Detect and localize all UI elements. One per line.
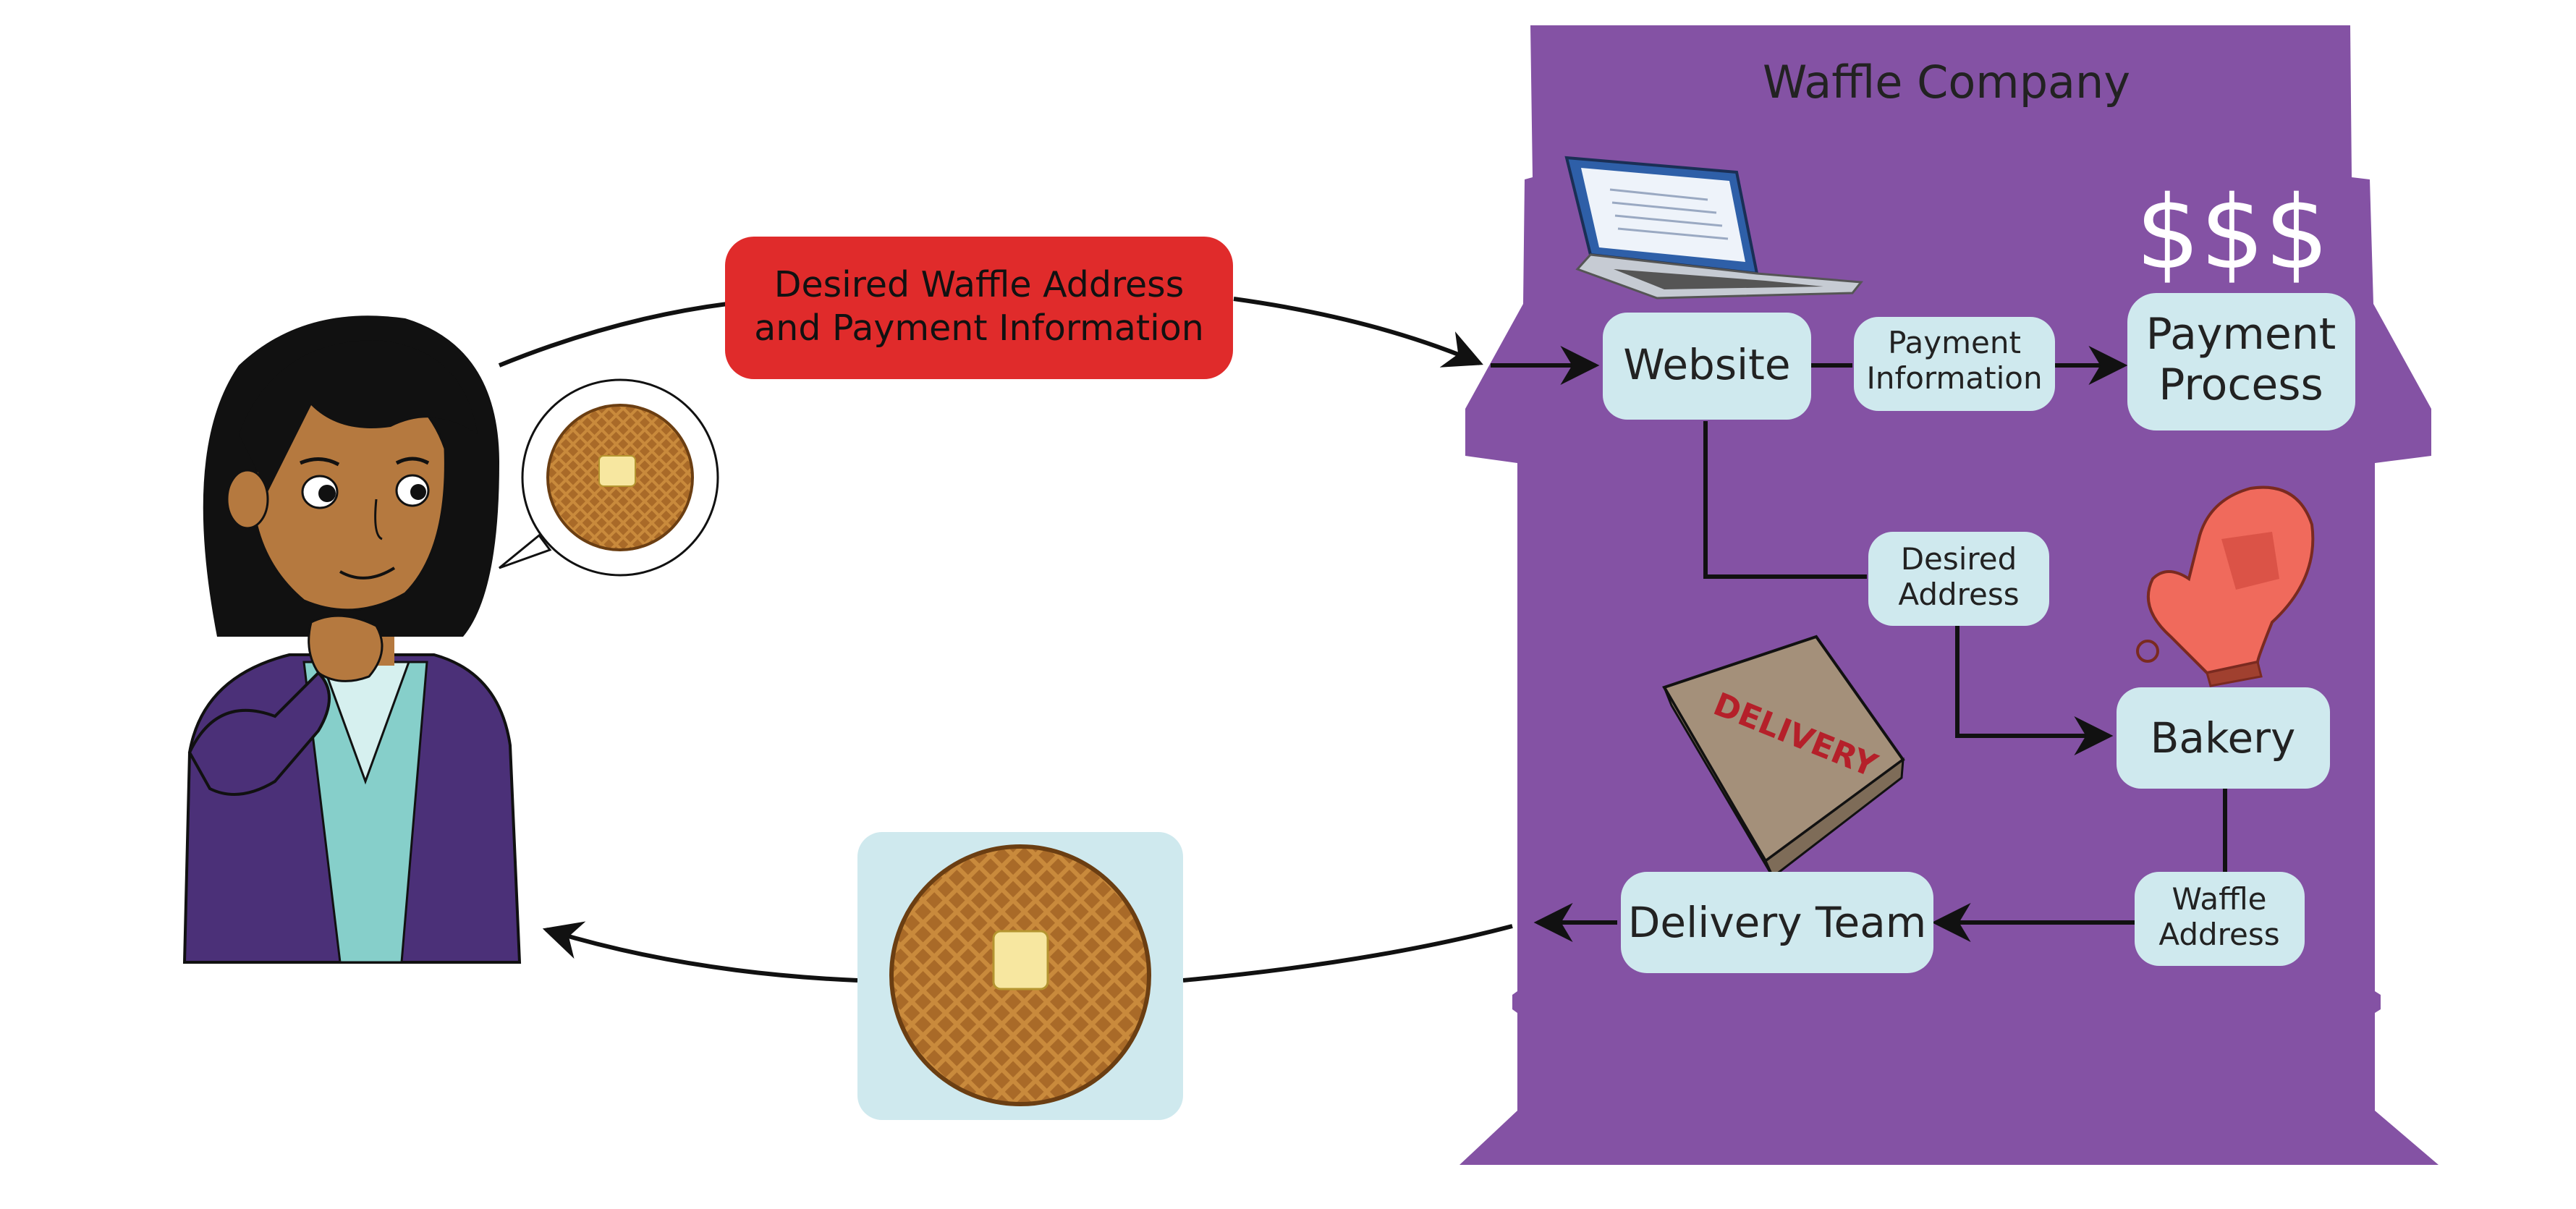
message-line2: and Payment Information bbox=[754, 307, 1204, 349]
node-bakery: Bakery bbox=[2117, 687, 2330, 789]
node-website: Website bbox=[1603, 313, 1811, 420]
waffle-tile bbox=[857, 832, 1183, 1120]
oven-mitt-icon bbox=[2136, 485, 2315, 687]
node-bakery-label: Bakery bbox=[2151, 713, 2296, 763]
website-to-address-line bbox=[1703, 421, 1867, 579]
node-payment-information: Payment Information bbox=[1854, 317, 2055, 411]
customer-illustration bbox=[182, 315, 522, 964]
node-desired-address-line1: Desired bbox=[1901, 541, 2017, 577]
node-waffle-address: Waffle Address bbox=[2135, 872, 2305, 966]
company-title: Waffle Company bbox=[1763, 56, 2130, 109]
connectors bbox=[1491, 346, 2227, 942]
arrow-waffle-to-customer bbox=[542, 921, 858, 983]
arrow-to-website-entry bbox=[1233, 297, 1483, 368]
address-to-bakery-arrow bbox=[1955, 624, 2114, 755]
speech-bubble-waffle bbox=[499, 378, 719, 577]
node-waffle-address-line2: Address bbox=[2158, 917, 2279, 952]
arrow-company-to-waffle bbox=[1182, 924, 1513, 983]
delivery-box-icon: DELIVERY bbox=[1662, 635, 1905, 879]
node-payment-process: Payment Process bbox=[2127, 293, 2355, 430]
node-delivery-team: Delivery Team bbox=[1621, 872, 1933, 973]
laptop-icon bbox=[1564, 156, 1863, 300]
node-payment-information-line1: Payment bbox=[1888, 325, 2021, 360]
message-label: Desired Waffle Address and Payment Infor… bbox=[725, 237, 1233, 379]
node-delivery-team-label: Delivery Team bbox=[1628, 898, 1927, 947]
dollar-signs: $$$ bbox=[2135, 174, 2329, 292]
node-payment-information-line2: Information bbox=[1866, 360, 2042, 396]
node-desired-address: Desired Address bbox=[1868, 532, 2049, 626]
message-line1: Desired Waffle Address bbox=[774, 264, 1185, 305]
node-website-label: Website bbox=[1623, 340, 1790, 389]
arrow-customer-to-company bbox=[498, 302, 728, 368]
node-desired-address-line2: Address bbox=[1898, 577, 2019, 612]
node-payment-process-line1: Payment bbox=[2146, 309, 2336, 360]
node-payment-process-line2: Process bbox=[2158, 360, 2323, 410]
node-waffle-address-line1: Waffle bbox=[2172, 881, 2266, 917]
